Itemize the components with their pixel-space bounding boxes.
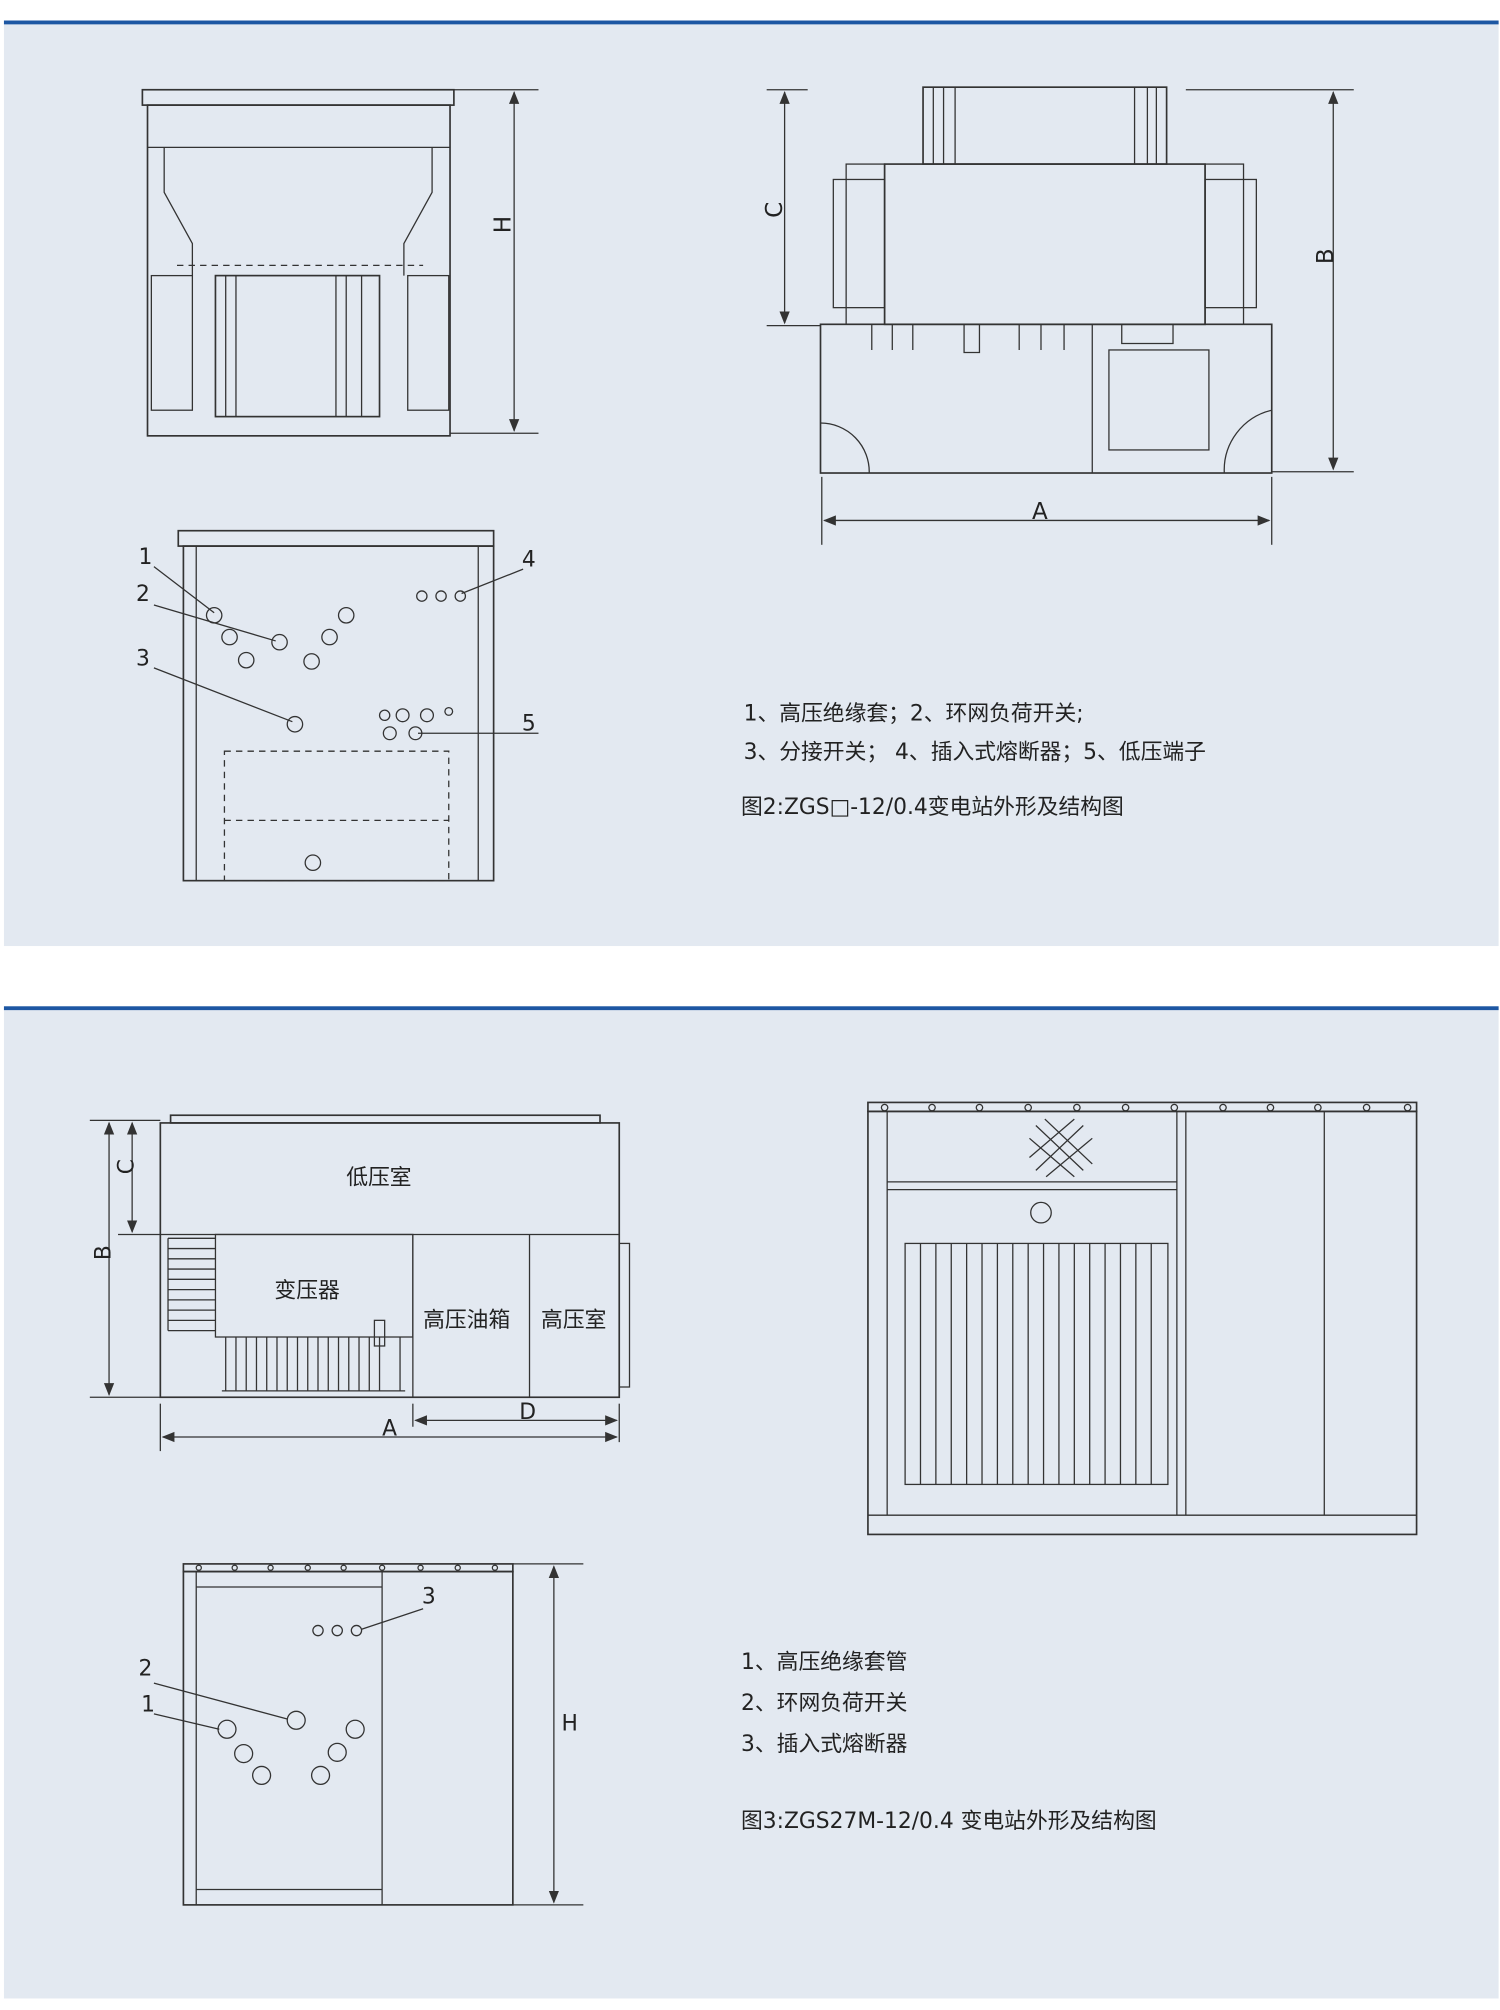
panel-rule (3, 1006, 1499, 1011)
dim-D: D (519, 1400, 536, 1425)
fig3-top-view: 3 2 1 H (139, 1563, 584, 1906)
dim-H: H (562, 1712, 578, 1737)
callout-3: 3 (136, 646, 150, 671)
fig3-section-view: 低压室 变压器 高压油箱 高压室 C B D A (89, 1114, 631, 1452)
room-transformer: 变压器 (274, 1278, 340, 1303)
fig2-front-view: H (141, 88, 539, 437)
dim-C: C (762, 202, 788, 218)
panel-figure3 (3, 1008, 1499, 1999)
legend-line: 3、分接开关； 4、插入式熔断器；5、低压端子 (744, 740, 1206, 765)
figure-caption: 图3:ZGS27M-12/0.4 变电站外形及结构图 (741, 1809, 1157, 1834)
dim-H: H (490, 216, 516, 233)
figure-caption: 图2:ZGS□-12/0.4变电站外形及结构图 (741, 795, 1124, 820)
callout-1: 1 (141, 1692, 155, 1717)
legend-line: 3、插入式熔断器 (741, 1732, 908, 1757)
callout-5: 5 (522, 712, 536, 737)
dim-B: B (1313, 248, 1339, 264)
fig2-legend: 1、高压绝缘套；2、环网负荷开关; 3、分接开关； 4、插入式熔断器；5、低压端… (741, 701, 1206, 820)
legend-line: 1、高压绝缘套管 (741, 1650, 907, 1675)
callout-2: 2 (139, 1656, 153, 1681)
fig3-legend: 1、高压绝缘套管 2、环网负荷开关 3、插入式熔断器 图3:ZGS27M-12/… (741, 1650, 1157, 1834)
dim-C: C (114, 1159, 139, 1174)
callout-3: 3 (422, 1585, 436, 1610)
room-hv-oil-tank: 高压油箱 (423, 1308, 510, 1333)
callout-2: 2 (136, 582, 150, 607)
callout-1: 1 (139, 545, 153, 570)
callout-4: 4 (522, 548, 536, 573)
fig2-side-view: C B A (762, 86, 1354, 545)
panel-figure2 (3, 23, 1499, 947)
dim-A: A (1032, 499, 1048, 525)
fig3-exterior-view (867, 1101, 1418, 1536)
room-high-voltage: 高压室 (541, 1308, 606, 1333)
fig2-top-view: 1 2 3 4 5 (136, 529, 539, 882)
panel-rule (3, 20, 1499, 25)
dim-B: B (91, 1245, 116, 1260)
legend-line: 2、环网负荷开关 (741, 1691, 907, 1716)
dim-A: A (382, 1417, 397, 1442)
legend-line: 1、高压绝缘套；2、环网负荷开关; (744, 701, 1084, 726)
room-low-voltage: 低压室 (346, 1165, 411, 1190)
